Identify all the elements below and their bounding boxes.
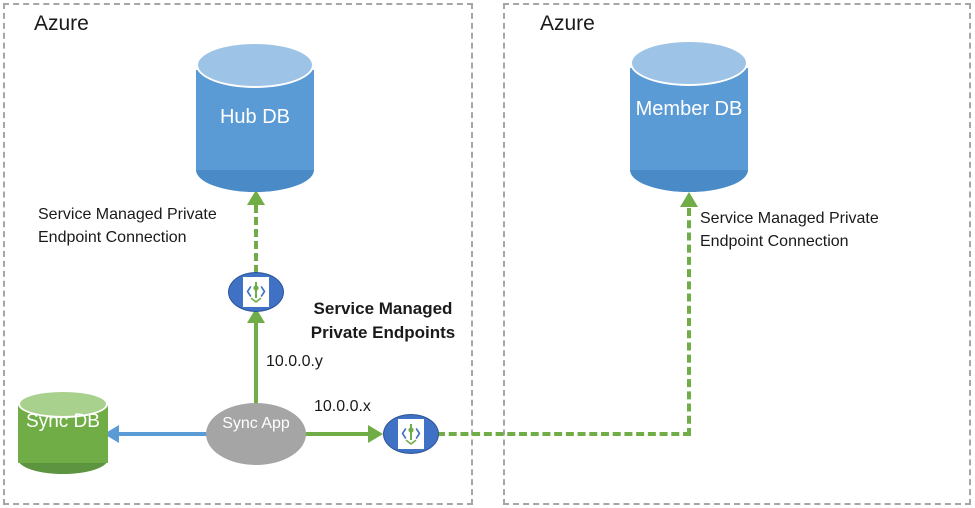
- connector-pe-member-horizontal: [437, 432, 691, 436]
- ip-address-label-member: 10.0.0.x: [314, 398, 371, 415]
- sync-db-cylinder-top: [18, 390, 108, 418]
- member-db-node[interactable]: Member DB: [630, 40, 748, 195]
- hub-db-cylinder-top: [196, 42, 314, 88]
- arrowhead-hub-db: [247, 190, 265, 205]
- azure-zone-left-label: Azure: [34, 12, 89, 35]
- private-endpoint-hub-node[interactable]: [228, 272, 284, 312]
- connector-sync-app-to-sync-db: [118, 432, 218, 436]
- azure-zone-left: [3, 3, 473, 505]
- arrowhead-member-db: [680, 192, 698, 207]
- azure-zone-right: [503, 3, 971, 505]
- sync-app-node[interactable]: Sync App: [206, 403, 306, 465]
- private-endpoint-icon: [243, 277, 269, 307]
- arrowhead-pe-member: [368, 425, 383, 443]
- sync-db-node[interactable]: Sync DB: [18, 390, 108, 478]
- service-managed-private-endpoints-title: Service Managed Private Endpoints: [310, 299, 456, 342]
- member-connection-annotation: Service Managed Private Endpoint Connect…: [700, 210, 879, 250]
- connector-sync-app-to-pe-member: [300, 432, 370, 436]
- member-db-cylinder-top: [630, 40, 748, 86]
- hub-db-node[interactable]: Hub DB: [196, 42, 314, 194]
- connector-pe-member-vertical: [687, 208, 691, 436]
- connector-pe-hub-to-hub-db: [254, 205, 258, 273]
- hub-connection-annotation: Service Managed Private Endpoint Connect…: [38, 206, 217, 246]
- private-endpoint-member-node[interactable]: [383, 414, 439, 454]
- connector-sync-app-to-pe-hub: [254, 322, 258, 418]
- azure-zone-right-label: Azure: [540, 12, 595, 35]
- sync-app-label: Sync App: [222, 415, 290, 432]
- ip-address-label-hub: 10.0.0.y: [266, 353, 323, 370]
- private-endpoint-icon: [398, 419, 424, 449]
